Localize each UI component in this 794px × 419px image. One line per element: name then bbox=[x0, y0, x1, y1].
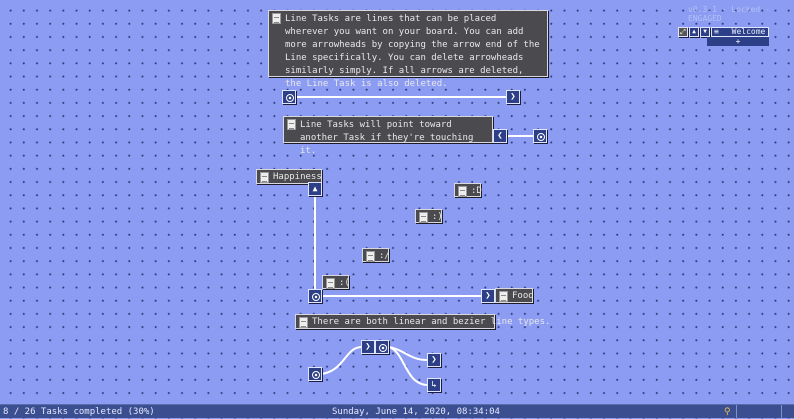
search-box[interactable] bbox=[736, 405, 782, 418]
arrow-up-icon[interactable]: ▲ bbox=[308, 182, 322, 196]
datetime: Sunday, June 14, 2020, 08:34:04 bbox=[332, 407, 500, 417]
version-label: v0.3.1 - Locked - ENGAGED bbox=[688, 5, 770, 23]
expand-icon[interactable]: ⤢ bbox=[678, 27, 688, 37]
tasks-completed: 8 / 26 Tasks completed (30%) bbox=[3, 407, 155, 417]
document-icon bbox=[287, 119, 296, 130]
task-text: Line Tasks will point toward another Tas… bbox=[300, 120, 474, 156]
task-types[interactable]: There are both linear and bezier line ty… bbox=[295, 314, 550, 329]
bezier-1[interactable] bbox=[321, 346, 362, 375]
task-meh[interactable]: :/ bbox=[362, 248, 390, 262]
board-tab-label: Welcome bbox=[731, 27, 766, 36]
task-sad[interactable]: :( bbox=[322, 275, 350, 289]
arrow-right-icon[interactable]: ❯ bbox=[506, 90, 520, 104]
down-icon[interactable]: ▼ bbox=[700, 27, 710, 37]
document-icon bbox=[499, 291, 508, 302]
task-text: Happiness bbox=[273, 172, 322, 182]
task-pointing[interactable]: Line Tasks will point toward another Tas… bbox=[283, 116, 493, 156]
arrow-right-icon[interactable]: ❯ bbox=[481, 289, 495, 303]
document-icon bbox=[260, 172, 269, 183]
document-icon bbox=[458, 186, 467, 197]
task-text: :) bbox=[432, 212, 443, 222]
up-icon[interactable]: ▲ bbox=[689, 27, 699, 37]
document-icon bbox=[326, 278, 335, 289]
arrow-down-right-icon[interactable]: ↳ bbox=[427, 378, 441, 392]
bezier-start-node[interactable] bbox=[308, 367, 322, 381]
arrow-right-icon[interactable]: ❯ bbox=[427, 353, 441, 367]
task-text: Line Tasks are lines that can be placed … bbox=[285, 14, 540, 89]
line-start-node[interactable] bbox=[308, 289, 322, 303]
arrow-right-icon[interactable]: ❯ bbox=[361, 340, 375, 354]
task-big-smile[interactable]: :D bbox=[454, 183, 482, 197]
document-icon bbox=[299, 317, 308, 328]
task-happiness[interactable]: Happiness bbox=[256, 169, 322, 184]
task-food[interactable]: Food bbox=[495, 288, 534, 303]
task-text: :/ bbox=[379, 251, 390, 261]
arrow-left-icon[interactable]: ❮ bbox=[493, 129, 507, 143]
document-icon bbox=[272, 13, 281, 24]
bezier-mid-node[interactable] bbox=[375, 340, 389, 354]
menu-icon: ≡ bbox=[714, 27, 719, 36]
add-board-button[interactable]: + bbox=[707, 37, 769, 46]
task-text: There are both linear and bezier line ty… bbox=[312, 317, 551, 327]
line-start-node[interactable] bbox=[533, 129, 547, 143]
task-text: Food bbox=[512, 291, 534, 301]
search-icon[interactable]: ⚲ bbox=[724, 407, 731, 417]
status-bar: 8 / 26 Tasks completed (30%) Sunday, Jun… bbox=[0, 404, 794, 418]
document-icon bbox=[419, 212, 428, 223]
line-start-node[interactable] bbox=[282, 90, 296, 104]
board-tab-welcome[interactable]: ≡ Welcome bbox=[711, 27, 769, 37]
task-text: :( bbox=[339, 278, 350, 288]
task-intro[interactable]: Line Tasks are lines that can be placed … bbox=[268, 10, 548, 89]
task-text: :D bbox=[471, 186, 482, 196]
document-icon bbox=[366, 251, 375, 262]
bezier-3[interactable] bbox=[388, 346, 428, 386]
task-smile[interactable]: :) bbox=[415, 209, 443, 223]
bezier-2[interactable] bbox=[388, 346, 428, 361]
